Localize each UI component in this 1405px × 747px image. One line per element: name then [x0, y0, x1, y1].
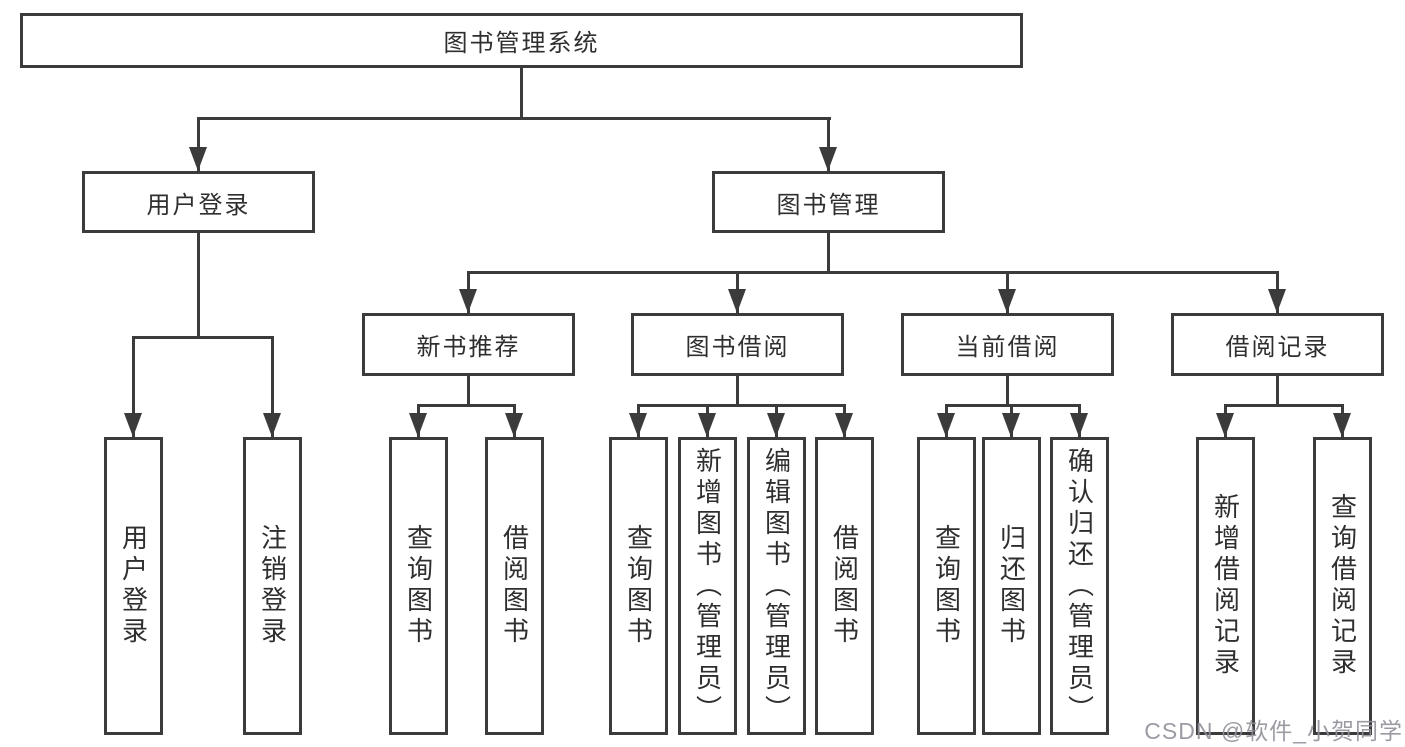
connector-line: [417, 404, 516, 407]
connector-line: [1276, 376, 1279, 405]
arrow-down-icon: [505, 413, 523, 437]
node-label: 查询借阅记录: [1327, 493, 1358, 679]
connector-line: [827, 117, 830, 171]
arrow-down-icon: [728, 289, 746, 313]
arrow-down-icon: [1002, 413, 1020, 437]
node-book-management: 图书管理: [712, 171, 945, 233]
node-label: 图书管理系统: [443, 30, 600, 57]
arrow-down-icon: [1268, 289, 1286, 313]
leaf-logout: 注销登录: [243, 437, 302, 735]
connector-line: [132, 336, 274, 339]
leaf-query-books: 查询图书: [917, 437, 976, 735]
arrow-down-icon: [1333, 413, 1351, 437]
node-label: 确认归还（管理员）: [1064, 446, 1095, 726]
arrow-down-icon: [819, 147, 837, 171]
node-label: 编辑图书（管理员）: [761, 446, 792, 726]
node-current-borrowing: 当前借阅: [901, 313, 1114, 376]
leaf-query-borrow-record: 查询借阅记录: [1313, 437, 1372, 735]
node-user-login: 用户登录: [82, 171, 315, 233]
node-label: 查询图书: [403, 524, 434, 648]
node-label: 用户登录: [118, 524, 149, 648]
node-label: 图书管理: [776, 191, 881, 219]
csdn-watermark: CSDN @软件_小贺同学: [1144, 718, 1403, 744]
node-label: 查询图书: [931, 524, 962, 648]
arrow-down-icon: [835, 413, 853, 437]
connector-line: [132, 336, 135, 437]
connector-line: [827, 233, 830, 272]
node-library-management-system: 图书管理系统: [20, 13, 1023, 68]
node-label: 图书借阅: [685, 334, 790, 361]
connector-line: [637, 404, 846, 407]
node-new-book-recommendation: 新书推荐: [362, 313, 575, 376]
connector-line: [197, 233, 200, 337]
leaf-user-login: 用户登录: [104, 437, 163, 735]
leaf-query-books: 查询图书: [609, 437, 668, 735]
connector-line: [197, 117, 831, 120]
arrow-down-icon: [998, 289, 1016, 313]
leaf-borrow-books: 借阅图书: [815, 437, 874, 735]
node-book-borrowing: 图书借阅: [631, 313, 844, 376]
connector-line: [467, 376, 470, 405]
connector-line: [945, 404, 1081, 407]
node-label: 新增图书（管理员）: [692, 446, 723, 726]
connector-line: [1224, 404, 1344, 407]
arrow-down-icon: [459, 289, 477, 313]
node-label: 当前借阅: [955, 334, 1060, 361]
leaf-add-borrow-record: 新增借阅记录: [1196, 437, 1255, 735]
node-label: 归还图书: [996, 524, 1027, 648]
arrow-down-icon: [189, 147, 207, 171]
arrow-down-icon: [767, 413, 785, 437]
leaf-edit-books-admin: 编辑图书（管理员）: [747, 437, 806, 735]
node-label: 借阅记录: [1225, 334, 1330, 361]
connector-line: [467, 271, 1279, 274]
node-label: 注销登录: [257, 524, 288, 648]
node-label: 新增借阅记录: [1210, 493, 1241, 679]
connector-line: [1006, 376, 1009, 405]
arrow-down-icon: [698, 413, 716, 437]
connector-line: [271, 336, 274, 437]
leaf-query-books: 查询图书: [389, 437, 448, 735]
node-label: 查询图书: [623, 524, 654, 648]
node-borrowing-records: 借阅记录: [1171, 313, 1384, 376]
connector-line: [197, 117, 200, 171]
arrow-down-icon: [629, 413, 647, 437]
node-label: 新书推荐: [416, 334, 521, 361]
node-label: 用户登录: [146, 191, 251, 219]
connector-line: [520, 68, 523, 118]
arrow-down-icon: [124, 413, 142, 437]
arrow-down-icon: [263, 413, 281, 437]
arrow-down-icon: [937, 413, 955, 437]
node-label: 借阅图书: [829, 524, 860, 648]
connector-line: [736, 376, 739, 405]
node-label: 借阅图书: [499, 524, 530, 648]
arrow-down-icon: [1216, 413, 1234, 437]
arrow-down-icon: [409, 413, 427, 437]
leaf-return-books: 归还图书: [982, 437, 1041, 735]
arrow-down-icon: [1070, 413, 1088, 437]
leaf-confirm-return-admin: 确认归还（管理员）: [1050, 437, 1109, 735]
leaf-borrow-books: 借阅图书: [485, 437, 544, 735]
leaf-add-books-admin: 新增图书（管理员）: [678, 437, 737, 735]
